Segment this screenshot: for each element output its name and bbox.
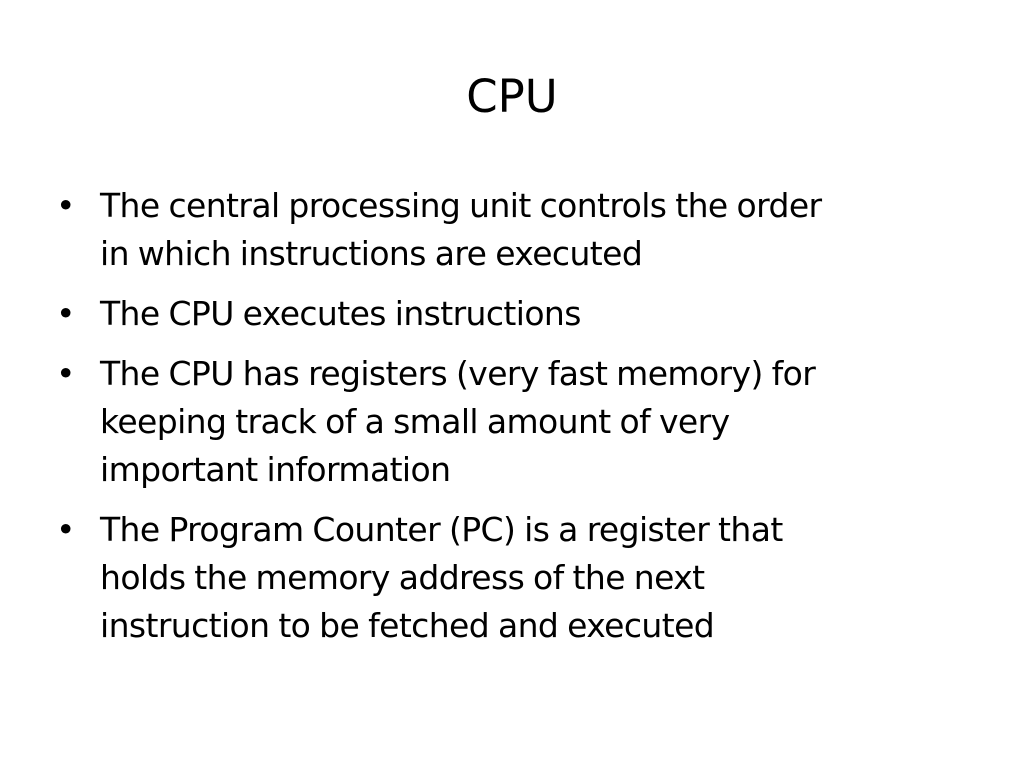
bullet-line: in which instructions are executed	[100, 234, 643, 273]
bullet-icon: •	[56, 510, 75, 549]
bullet-line: The Program Counter (PC) is a register t…	[100, 510, 783, 549]
bullet-item: • The Program Counter (PC) is a register…	[54, 506, 984, 650]
bullet-item: • The CPU executes instructions	[54, 290, 984, 338]
bullet-line: important information	[100, 450, 451, 489]
bullet-line: holds the memory address of the next	[100, 558, 705, 597]
bullet-item: • The CPU has registers (very fast memor…	[54, 350, 984, 494]
bullet-list: • The central processing unit controls t…	[54, 182, 984, 662]
bullet-item: • The central processing unit controls t…	[54, 182, 984, 278]
bullet-icon: •	[56, 186, 75, 225]
bullet-line: keeping track of a small amount of very	[100, 402, 730, 441]
bullet-line: The CPU executes instructions	[100, 294, 581, 333]
bullet-line: instruction to be fetched and executed	[100, 606, 715, 645]
bullet-line: The CPU has registers (very fast memory)…	[100, 354, 816, 393]
bullet-icon: •	[56, 294, 75, 333]
slide-title: CPU	[466, 70, 558, 123]
bullet-line: The central processing unit controls the…	[100, 186, 822, 225]
bullet-icon: •	[56, 354, 75, 393]
